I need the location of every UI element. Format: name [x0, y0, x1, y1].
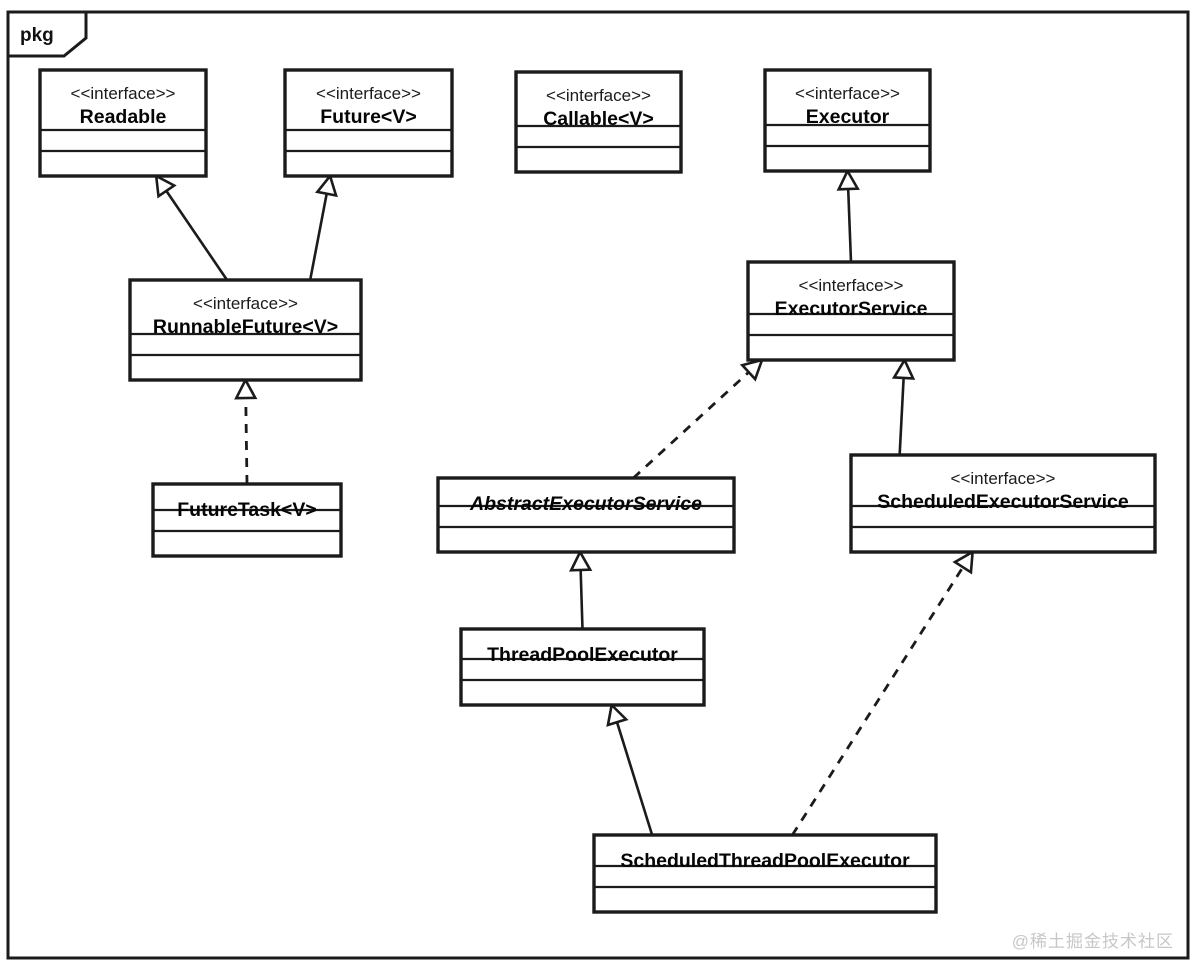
- class-name: FutureTask<V>: [177, 499, 316, 521]
- relationship-arrowhead-generalization: [154, 173, 177, 199]
- class-box-outline: [746, 260, 956, 362]
- class-box-outline: [459, 627, 706, 707]
- relationship-line-generalization: [898, 377, 905, 456]
- class-box-futuretask[interactable]: FutureTask<V>: [151, 482, 343, 558]
- class-name: Readable: [80, 106, 167, 128]
- class-box-outline: [514, 70, 683, 174]
- relationship-arrowhead-realization: [739, 358, 765, 382]
- relationship-rel-stpe-tpe: [606, 702, 654, 836]
- class-box-runnablefuture[interactable]: <<interface>> RunnableFuture<V>: [128, 278, 363, 382]
- watermark-label: @稀土掘金技术社区: [1011, 932, 1174, 951]
- class-box-outline: [436, 476, 736, 554]
- class-box-outline: [151, 482, 343, 558]
- relationship-arrowhead-generalization: [836, 168, 860, 191]
- class-name: ExecutorService: [775, 298, 928, 320]
- relationship-line-generalization: [615, 721, 654, 836]
- relationship-rel-rf-future: [308, 173, 338, 281]
- class-box-outline: [283, 68, 454, 178]
- relationship-line-generalization: [846, 188, 853, 263]
- class-name: Executor: [806, 106, 890, 128]
- relationship-rel-stpe-ses: [791, 549, 975, 836]
- relationship-rel-ft-rf: [234, 377, 258, 485]
- class-name: RunnableFuture<V>: [153, 316, 338, 338]
- relationship-rel-es-executor: [836, 168, 860, 263]
- relationship-rel-aes-es: [632, 358, 765, 480]
- class-box-future[interactable]: <<interface>> Future<V>: [283, 68, 454, 178]
- class-box-threadpoolexecutor[interactable]: ThreadPoolExecutor: [459, 627, 706, 707]
- relationship-arrowhead-generalization: [606, 702, 629, 727]
- relationship-arrowhead-generalization: [315, 173, 338, 198]
- class-name: Future<V>: [320, 106, 416, 128]
- class-box-layer: <<interface>> Readable <<interface>> Future…: [38, 68, 1157, 914]
- relationship-line-generalization: [308, 193, 328, 281]
- relationship-rel-rf-readable: [154, 173, 229, 281]
- class-name: ThreadPoolExecutor: [487, 644, 678, 666]
- class-stereotype: <<interface>>: [795, 84, 900, 103]
- class-name: AbstractExecutorService: [469, 493, 702, 515]
- class-box-outline: [128, 278, 363, 382]
- class-box-scheduledthreadpoolexecutor[interactable]: ScheduledThreadPoolExecutor: [592, 833, 938, 914]
- class-box-scheduledexecutorservice[interactable]: <<interface>> ScheduledExecutorService: [849, 453, 1157, 554]
- relationship-layer: [154, 168, 975, 836]
- class-stereotype: <<interface>>: [799, 276, 904, 295]
- class-box-outline: [592, 833, 938, 914]
- class-stereotype: <<interface>>: [546, 86, 651, 105]
- relationship-line-generalization: [165, 190, 229, 281]
- class-box-executor[interactable]: <<interface>> Executor: [763, 68, 932, 173]
- class-box-readable[interactable]: <<interface>> Readable: [38, 68, 208, 178]
- class-name: Callable<V>: [543, 108, 654, 130]
- relationship-line-realization: [791, 566, 965, 836]
- relationship-arrowhead-generalization: [891, 357, 916, 380]
- class-stereotype: <<interface>>: [71, 84, 176, 103]
- class-box-callable[interactable]: <<interface>> Callable<V>: [514, 70, 683, 174]
- relationship-line-realization: [244, 397, 249, 485]
- class-box-outline: [38, 68, 208, 178]
- class-box-outline: [763, 68, 932, 173]
- package-label: pkg: [20, 25, 54, 46]
- class-name: ScheduledExecutorService: [877, 491, 1129, 513]
- relationship-line-generalization: [579, 569, 584, 630]
- class-box-executorservice[interactable]: <<interface>> ExecutorService: [746, 260, 956, 362]
- relationship-rel-tpe-aes: [569, 549, 593, 630]
- class-stereotype: <<interface>>: [951, 469, 1056, 488]
- class-stereotype: <<interface>>: [193, 294, 298, 313]
- relationship-rel-ses-es: [891, 357, 916, 456]
- class-name: ScheduledThreadPoolExecutor: [620, 850, 910, 872]
- class-box-abstractexecutorservice[interactable]: AbstractExecutorService: [436, 476, 736, 554]
- class-box-outline: [849, 453, 1157, 554]
- relationship-arrowhead-realization: [952, 549, 975, 575]
- class-stereotype: <<interface>>: [316, 84, 421, 103]
- relationship-arrowhead-generalization: [569, 549, 593, 572]
- relationship-arrowhead-realization: [234, 377, 258, 400]
